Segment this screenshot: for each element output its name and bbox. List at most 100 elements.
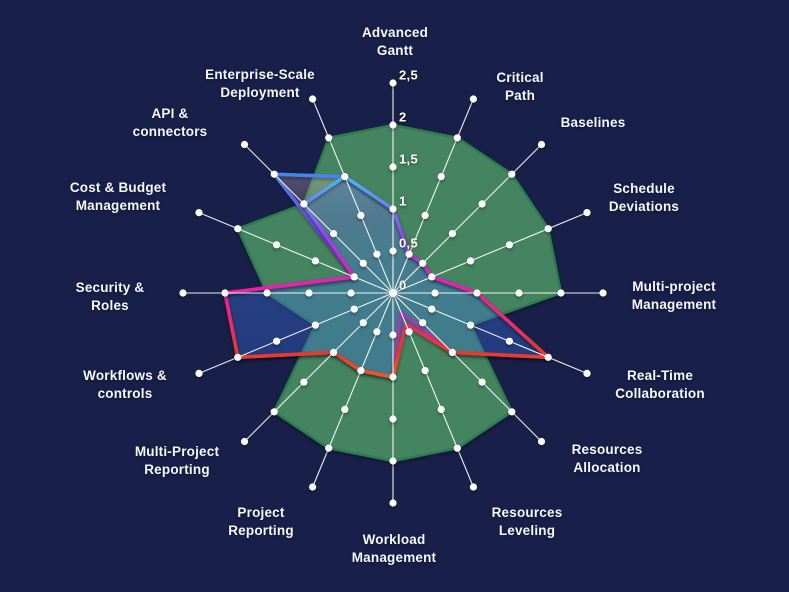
tick-dot [421,367,429,375]
scale-label-1: 1 [399,193,407,209]
tick-dot [389,121,397,129]
tick-dot [508,170,516,178]
tick-dot [389,331,397,339]
radar-axis-enterprise-scale-deployment [312,98,394,294]
tick-dot [448,348,456,356]
tick-dot [583,369,591,377]
axis-label-advanced-gantt: Advanced Gantt [361,25,429,58]
tick-dot [453,134,461,142]
tick-dot [359,319,367,327]
tick-dot [389,373,397,381]
tick-dot [389,247,397,255]
tick-dot [263,289,271,297]
tick-dot [357,211,365,219]
tick-dot [469,483,477,491]
radar-axis-baselines [392,144,542,294]
tick-dot [437,405,445,413]
tick-dot [389,205,397,213]
tick-dot [467,321,475,329]
tick-dot [428,305,436,313]
axis-label-workflows-controls: Workflows & controls [83,368,167,401]
tick-dot [300,378,308,386]
axis-label-resources-leveling: Resources Leveling [491,505,563,538]
axis-label-project-reporting: Project Reporting [228,505,294,538]
tick-dot [389,163,397,171]
tick-dot [273,337,281,345]
tick-dot [221,289,229,297]
tick-dot [270,170,278,178]
tick-dot [505,337,513,345]
tick-dot [469,95,477,103]
tick-dot [341,405,349,413]
tick-dot [309,95,317,103]
tick-dot [478,200,486,208]
tick-dot [389,415,397,423]
tick-dot [508,408,516,416]
radar-axis-critical-path [392,98,474,294]
tick-dot [234,225,242,233]
scale-label-2-5: 2,5 [399,67,418,83]
tick-dot [599,289,607,297]
tick-dot [453,444,461,452]
radar-axis-project-reporting [312,292,394,488]
scale-label-1-5: 1,5 [399,151,418,167]
axis-spokes [183,83,603,503]
tick-dot [240,140,249,149]
radar-axis-resources-allocation [392,292,542,442]
tick-dot [421,211,429,219]
center-hub-dot [389,289,397,297]
axis-label-multi-project-management: Multi-project Management [631,279,717,312]
tick-dot [341,173,349,181]
tick-dot [373,250,381,258]
radar-axis-real-time-collaboration [392,292,588,374]
tick-dot [270,408,278,416]
radar-axis-resources-leveling [392,292,474,488]
radar-axis-cost-budget-management [198,212,394,294]
axis-label-multi-project-reporting: Multi-Project Reporting [134,444,220,477]
tick-dot [505,241,513,249]
tick-dot [405,250,413,258]
tick-dot [373,328,381,336]
tick-dot [583,209,591,217]
tick-dot [325,444,333,452]
tick-dot [330,348,338,356]
tick-dot [234,353,242,361]
tick-dot [419,319,427,327]
tick-dot [473,289,481,297]
tick-dot [389,499,397,507]
tick-dots [179,79,607,507]
tick-dot [240,437,249,446]
tick-dot [300,200,308,208]
tick-dot [311,257,319,265]
axis-label-security-roles: Security & Roles [75,280,145,313]
tick-dot [537,437,546,446]
tick-dot [195,369,203,377]
tick-dot [437,173,445,181]
tick-dot [311,321,319,329]
tick-dot [467,257,475,265]
radar-axis-multi-project-reporting [244,292,394,442]
tick-dot [428,273,436,281]
tick-dot [325,134,333,142]
axis-label-cost-budget-management: Cost & Budget Management [69,180,167,213]
tick-dot [544,353,552,361]
tick-dot [359,259,367,267]
tick-dot [478,378,486,386]
tick-dot [537,140,546,149]
tick-dot [405,328,413,336]
radar-axis-api-connectors [244,144,394,294]
tick-dot [347,289,355,297]
tick-dot [350,305,358,313]
axis-label-workload-management: Workload Management [351,532,437,565]
axis-label-enterprise-scale-deployment: Enterprise-Scale Deployment [205,67,315,100]
radar-axis-workflows-controls [198,292,394,374]
tick-dot [179,289,187,297]
tick-dot [515,289,523,297]
scale-label-2: 2 [399,109,407,125]
tick-dot [389,79,397,87]
tick-dot [557,289,565,297]
tick-dot [419,259,427,267]
tick-dot [389,457,397,465]
